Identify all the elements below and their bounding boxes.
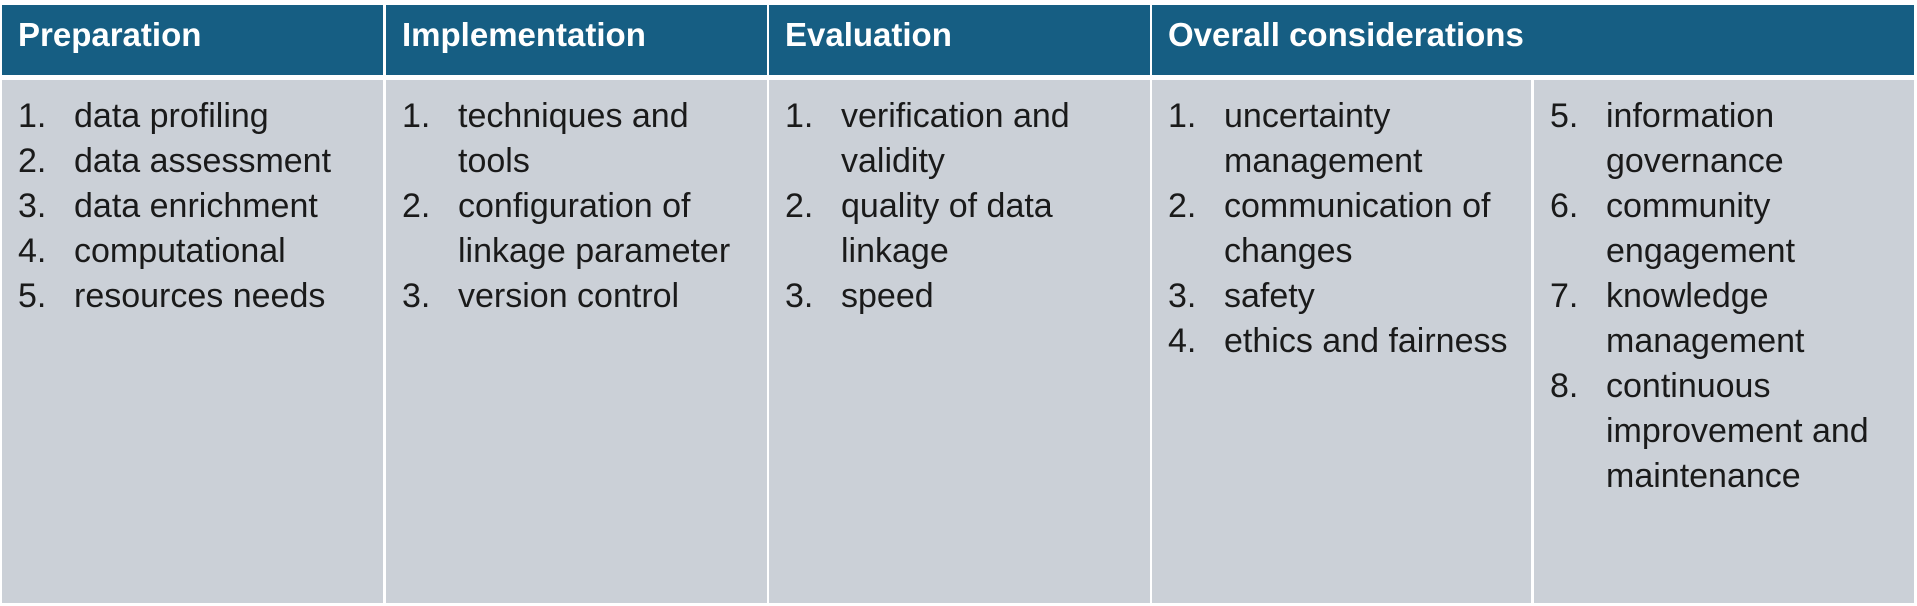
cell-evaluation: 1.verification and validity 2.quality of… <box>769 80 1150 603</box>
cell-implementation: 1.techniques and tools 2.configuration o… <box>386 80 767 603</box>
list-item: 2.configuration of linkage parameter <box>402 187 731 270</box>
cell-preparation: 1.data profiling 2.data assessment 3.dat… <box>2 80 383 603</box>
list-item: 5.resources needs <box>18 277 326 315</box>
list-item: 3.speed <box>785 277 934 315</box>
list-item: 4.ethics and fairness <box>1168 322 1508 360</box>
list-item: 6.community engagement <box>1550 187 1796 270</box>
list-item: 2.quality of data linkage <box>785 187 1053 270</box>
header-implementation: Implementation <box>386 5 767 75</box>
list-item: 5.information governance <box>1550 97 1784 180</box>
header-evaluation: Evaluation <box>769 5 1150 75</box>
preparation-list: 1.data profiling 2.data assessment 3.dat… <box>18 94 383 319</box>
implementation-list: 1.techniques and tools 2.configuration o… <box>402 94 763 319</box>
framework-table: Preparation Implementation Evaluation Ov… <box>2 5 1914 603</box>
header-preparation: Preparation <box>2 5 383 75</box>
list-item: 2.communication of changes <box>1168 187 1491 270</box>
list-item: 1.data profiling <box>18 97 269 135</box>
list-item: 1.verification and validity <box>785 97 1070 180</box>
cell-overall-right: 5.information governance 6.community eng… <box>1534 80 1914 603</box>
list-item: 3.safety <box>1168 277 1315 315</box>
list-item: 1.techniques and tools <box>402 97 689 180</box>
evaluation-list: 1.verification and validity 2.quality of… <box>785 94 1150 319</box>
header-overall-considerations: Overall considerations <box>1152 5 1914 75</box>
list-item: 2.data assessment <box>18 142 332 180</box>
list-item: 3.version control <box>402 277 680 315</box>
overall-considerations-list-right: 5.information governance 6.community eng… <box>1550 94 1910 499</box>
table-header-row: Preparation Implementation Evaluation Ov… <box>2 5 1914 75</box>
list-item: 8.continuous improvement and maintenance <box>1550 367 1869 495</box>
overall-considerations-list-left: 1.uncertainty management 2.communication… <box>1168 94 1527 364</box>
list-item: 3.data enrichment <box>18 187 318 225</box>
list-item: 1.uncertainty management <box>1168 97 1423 180</box>
table-body-row: 1.data profiling 2.data assessment 3.dat… <box>2 80 1914 603</box>
list-item: 7.knowledge management <box>1550 277 1805 360</box>
cell-overall-left: 1.uncertainty management 2.communication… <box>1152 80 1531 603</box>
list-item: 4.computational <box>18 232 286 270</box>
